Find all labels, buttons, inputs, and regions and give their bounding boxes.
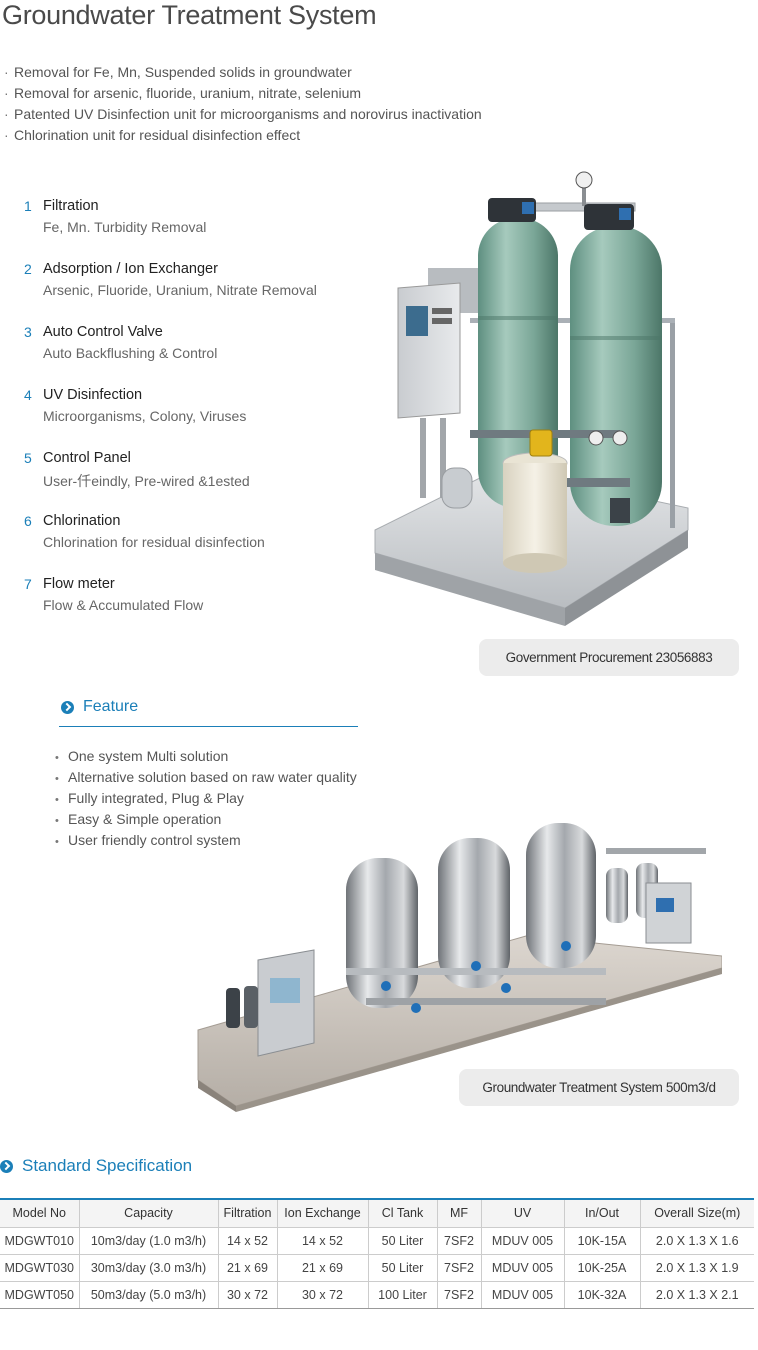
table-cell: 2.0 X 1.3 X 1.6 bbox=[640, 1227, 754, 1255]
table-row: MDGWT010 10m3/day (1.0 m3/h) 14 x 52 14 … bbox=[0, 1227, 754, 1255]
table-cell: 10K-32A bbox=[564, 1281, 641, 1309]
table-cell: 7SF2 bbox=[437, 1281, 482, 1309]
table-row: MDGWT050 50m3/day (5.0 m3/h) 30 x 72 30 … bbox=[0, 1281, 754, 1309]
feature-divider bbox=[59, 726, 358, 727]
table-row: MDGWT030 30m3/day (3.0 m3/h) 21 x 69 21 … bbox=[0, 1254, 754, 1282]
step-number: 6 bbox=[24, 513, 32, 529]
step-description: Auto Backflushing & Control bbox=[43, 345, 218, 361]
table-cell: 7SF2 bbox=[437, 1254, 482, 1282]
table-cell: 10K-25A bbox=[564, 1254, 641, 1282]
spec-heading: Standard Specification bbox=[0, 1156, 192, 1176]
table-cell: 14 x 52 bbox=[218, 1227, 278, 1255]
step-description: Microorganisms, Colony, Viruses bbox=[43, 408, 247, 424]
col-header: UV bbox=[481, 1199, 565, 1228]
feature-item: •Alternative solution based on raw water… bbox=[55, 767, 357, 788]
intro-item: ·Removal for Fe, Mn, Suspended solids in… bbox=[4, 62, 482, 83]
step-description: Chlorination for residual disinfection bbox=[43, 534, 265, 550]
step-number: 3 bbox=[24, 324, 32, 340]
table-cell: 50m3/day (5.0 m3/h) bbox=[79, 1281, 219, 1309]
col-header: In/Out bbox=[564, 1199, 641, 1228]
twin-tank-system-image bbox=[374, 171, 689, 626]
step-title: Flow meter bbox=[43, 576, 115, 592]
table-cell: 50 Liter bbox=[368, 1227, 438, 1255]
step-number: 4 bbox=[24, 387, 32, 403]
feature-list: •One system Multi solution •Alternative … bbox=[55, 746, 357, 851]
table-cell: MDUV 005 bbox=[481, 1227, 565, 1255]
intro-item: ·Patented UV Disinfection unit for micro… bbox=[4, 104, 482, 125]
table-cell: 30 x 72 bbox=[218, 1281, 278, 1309]
spec-table: Model No Capacity Filtration Ion Exchang… bbox=[0, 1198, 754, 1309]
step-number: 2 bbox=[24, 261, 32, 277]
table-cell: 50 Liter bbox=[368, 1254, 438, 1282]
step-number: 1 bbox=[24, 198, 32, 214]
table-cell: 30m3/day (3.0 m3/h) bbox=[79, 1254, 219, 1282]
bullet-icon: • bbox=[55, 836, 59, 848]
step-title: UV Disinfection bbox=[43, 387, 143, 403]
col-header: Ion Exchange bbox=[277, 1199, 369, 1228]
feature-heading: Feature bbox=[61, 698, 138, 716]
feature-item: •User friendly control system bbox=[55, 830, 357, 851]
step-title: Chlorination bbox=[43, 513, 121, 529]
table-cell: 2.0 X 1.3 X 1.9 bbox=[640, 1254, 754, 1282]
bullet-icon: • bbox=[55, 773, 59, 785]
table-cell: 14 x 52 bbox=[277, 1227, 369, 1255]
procurement-caption: Government Procurement 23056883 bbox=[479, 639, 739, 676]
intro-list: ·Removal for Fe, Mn, Suspended solids in… bbox=[4, 62, 482, 146]
bullet-icon: · bbox=[4, 85, 9, 101]
bullet-icon: · bbox=[4, 127, 9, 143]
step-title: Adsorption / Ion Exchanger bbox=[43, 261, 218, 277]
step-description: Fe, Mn. Turbidity Removal bbox=[43, 219, 207, 235]
step-description: Arsenic, Fluoride, Uranium, Nitrate Remo… bbox=[43, 282, 317, 298]
bullet-icon: · bbox=[4, 106, 9, 122]
table-cell: 7SF2 bbox=[437, 1227, 482, 1255]
table-cell: MDUV 005 bbox=[481, 1281, 565, 1309]
bullet-icon: • bbox=[55, 794, 59, 806]
bullet-icon: • bbox=[55, 815, 59, 827]
table-header-row: Model No Capacity Filtration Ion Exchang… bbox=[0, 1199, 754, 1228]
step-title: Filtration bbox=[43, 198, 99, 214]
intro-item: ·Chlorination unit for residual disinfec… bbox=[4, 125, 482, 146]
col-header: Model No bbox=[0, 1199, 80, 1228]
table-cell: MDGWT050 bbox=[0, 1281, 80, 1309]
spec-title: Standard Specification bbox=[22, 1156, 193, 1175]
table-cell: 10K-15A bbox=[564, 1227, 641, 1255]
feature-item: •One system Multi solution bbox=[55, 746, 357, 767]
feature-item: •Fully integrated, Plug & Play bbox=[55, 788, 357, 809]
col-header: MF bbox=[437, 1199, 482, 1228]
feature-item: •Easy & Simple operation bbox=[55, 809, 357, 830]
feature-title: Feature bbox=[83, 698, 139, 715]
step-title: Control Panel bbox=[43, 450, 131, 466]
table-cell: 10m3/day (1.0 m3/h) bbox=[79, 1227, 219, 1255]
step-description: User-仟eindly, Pre-wired &1ested bbox=[43, 473, 250, 489]
col-header: Capacity bbox=[79, 1199, 219, 1228]
step-description: Flow & Accumulated Flow bbox=[43, 597, 204, 613]
intro-item: ·Removal for arsenic, fluoride, uranium,… bbox=[4, 83, 482, 104]
table-cell: 30 x 72 bbox=[277, 1281, 369, 1309]
col-header: Filtration bbox=[218, 1199, 278, 1228]
step-number: 5 bbox=[24, 450, 32, 466]
table-cell: MDGWT030 bbox=[0, 1254, 80, 1282]
table-cell: MDUV 005 bbox=[481, 1254, 565, 1282]
page-title: Groundwater Treatment System bbox=[2, 0, 377, 30]
step-title: Auto Control Valve bbox=[43, 324, 163, 340]
col-header: Overall Size(m) bbox=[640, 1199, 754, 1228]
table-cell: MDGWT010 bbox=[0, 1227, 80, 1255]
step-number: 7 bbox=[24, 576, 32, 592]
large-treatment-skid-image bbox=[197, 823, 722, 1112]
bullet-icon: · bbox=[4, 64, 9, 80]
col-header: Cl Tank bbox=[368, 1199, 438, 1228]
table-cell: 2.0 X 1.3 X 2.1 bbox=[640, 1281, 754, 1309]
chevron-circle-icon bbox=[0, 1159, 13, 1173]
chevron-circle-icon bbox=[61, 700, 74, 714]
table-cell: 21 x 69 bbox=[277, 1254, 369, 1282]
table-cell: 21 x 69 bbox=[218, 1254, 278, 1282]
system-caption: Groundwater Treatment System 500m3/d bbox=[459, 1069, 739, 1106]
table-cell: 100 Liter bbox=[368, 1281, 438, 1309]
bullet-icon: • bbox=[55, 752, 59, 764]
